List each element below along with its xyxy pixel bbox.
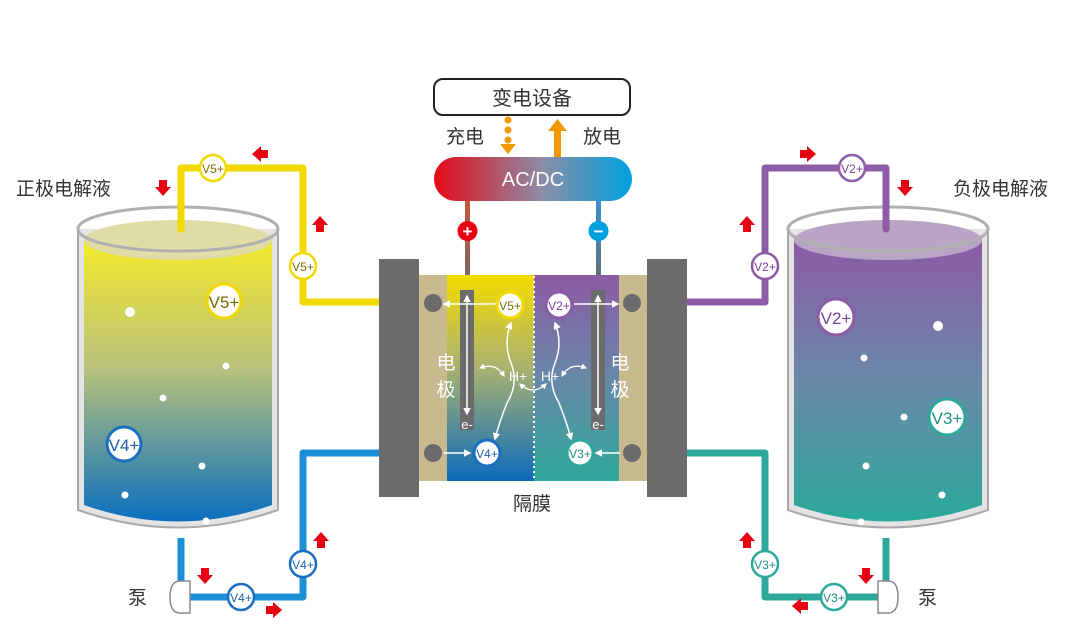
port-dot — [623, 444, 641, 462]
cell-ion-v2: V2+ — [544, 290, 574, 320]
negative-electrolyte-tank — [786, 205, 990, 529]
membrane-label: 隔膜 — [513, 493, 551, 515]
tank-ion-v2: V2+ — [816, 297, 856, 337]
negative-electrolyte-label: 负极电解液 — [953, 178, 1048, 200]
svg-text:+: + — [463, 222, 473, 241]
flow-arrow-icon — [312, 216, 328, 232]
svg-text:V2+: V2+ — [841, 162, 863, 176]
proton-label: H+ — [541, 368, 559, 384]
ac-dc-label: AC/DC — [502, 169, 564, 191]
proton-label: H+ — [509, 368, 527, 384]
flow-arrow-icon — [800, 146, 816, 162]
tank-ion-v3: V3+ — [927, 397, 967, 437]
pipe-ion-v4-riser: V4+ — [288, 549, 318, 579]
svg-text:V2+: V2+ — [548, 299, 570, 313]
positive-return-pipe — [177, 164, 424, 306]
port-dot — [424, 294, 442, 312]
positive-wire — [465, 201, 470, 293]
flow-arrow-icon — [252, 146, 268, 162]
pipe-ion-v5-top: V5+ — [198, 153, 228, 183]
svg-text:V4+: V4+ — [292, 558, 314, 572]
svg-text:V2+: V2+ — [821, 309, 852, 328]
tank-ion-v5: V5+ — [205, 282, 243, 320]
pump-right: 泵 — [877, 580, 937, 614]
svg-text:V4+: V4+ — [476, 447, 498, 461]
svg-text:V3+: V3+ — [823, 591, 845, 605]
electrode-label: 电 — [610, 352, 629, 374]
pipe-ion-v2-top: V2+ — [837, 153, 867, 183]
electrode-label: 电 — [436, 352, 455, 374]
svg-text:V5+: V5+ — [209, 293, 240, 312]
negative-wire — [596, 201, 601, 293]
positive-electrolyte-tank — [76, 205, 280, 529]
power-equipment-box: 变电设备 — [433, 78, 631, 116]
electron-label: e- — [592, 417, 604, 432]
cell-stack: e- e- 电 极 电 极 H+ H+ — [379, 259, 687, 497]
tank-ion-v4: V4+ — [105, 425, 143, 463]
pump-left: 泵 — [128, 580, 191, 614]
power-equipment-label: 变电设备 — [492, 86, 572, 110]
port-dot — [424, 444, 442, 462]
pipe-ion-v5-riser: V5+ — [288, 251, 318, 281]
charge-dotted-arrow-icon — [500, 116, 516, 154]
flow-arrow-icon — [313, 532, 329, 548]
pipe-ion-v2-riser: V2+ — [750, 251, 780, 281]
flow-arrow-icon — [739, 216, 755, 232]
discharge-arrow-icon — [548, 119, 567, 158]
svg-text:V4+: V4+ — [230, 591, 252, 605]
negative-terminal-icon: − — [588, 221, 609, 241]
svg-text:V5+: V5+ — [499, 299, 521, 313]
port-dot — [623, 294, 641, 312]
negative-supply-pipe — [645, 449, 890, 601]
svg-text:V3+: V3+ — [754, 558, 776, 572]
cell-ion-v4: V4+ — [472, 438, 502, 468]
svg-text:−: − — [594, 222, 604, 241]
pump-label: 泵 — [128, 587, 147, 609]
negative-return-pipe — [641, 164, 890, 306]
end-plate-left — [379, 259, 419, 497]
flow-arrow-icon — [155, 180, 171, 196]
pump-label: 泵 — [918, 587, 937, 609]
pipe-ion-v3-riser: V3+ — [750, 549, 780, 579]
flow-arrow-icon — [197, 568, 213, 584]
charge-label: 充电 — [446, 126, 484, 148]
svg-text:V3+: V3+ — [932, 409, 963, 428]
ac-dc-converter: AC/DC — [434, 157, 632, 201]
discharge-label: 放电 — [583, 126, 621, 148]
flow-arrow-icon — [739, 532, 755, 548]
positive-supply-pipe — [177, 449, 420, 601]
svg-text:V3+: V3+ — [569, 447, 591, 461]
flow-arrow-icon — [897, 180, 913, 196]
positive-electrolyte-label: 正极电解液 — [16, 178, 111, 200]
cell-ion-v5: V5+ — [495, 290, 525, 320]
pipe-ion-v4-bottom: V4+ — [226, 582, 256, 612]
end-plate-right — [647, 259, 687, 497]
svg-text:V5+: V5+ — [202, 162, 224, 176]
flow-arrow-icon — [858, 568, 874, 584]
positive-terminal-icon: + — [457, 221, 478, 241]
svg-text:V5+: V5+ — [292, 260, 314, 274]
cell-ion-v3: V3+ — [565, 438, 595, 468]
electrode-label: 极 — [610, 379, 629, 401]
electrode-label: 极 — [436, 379, 455, 401]
svg-text:V2+: V2+ — [754, 260, 776, 274]
pipe-ion-v3-bottom: V3+ — [819, 582, 849, 612]
flow-arrow-icon — [266, 602, 282, 618]
electron-label: e- — [461, 417, 473, 432]
svg-text:V4+: V4+ — [109, 436, 140, 455]
